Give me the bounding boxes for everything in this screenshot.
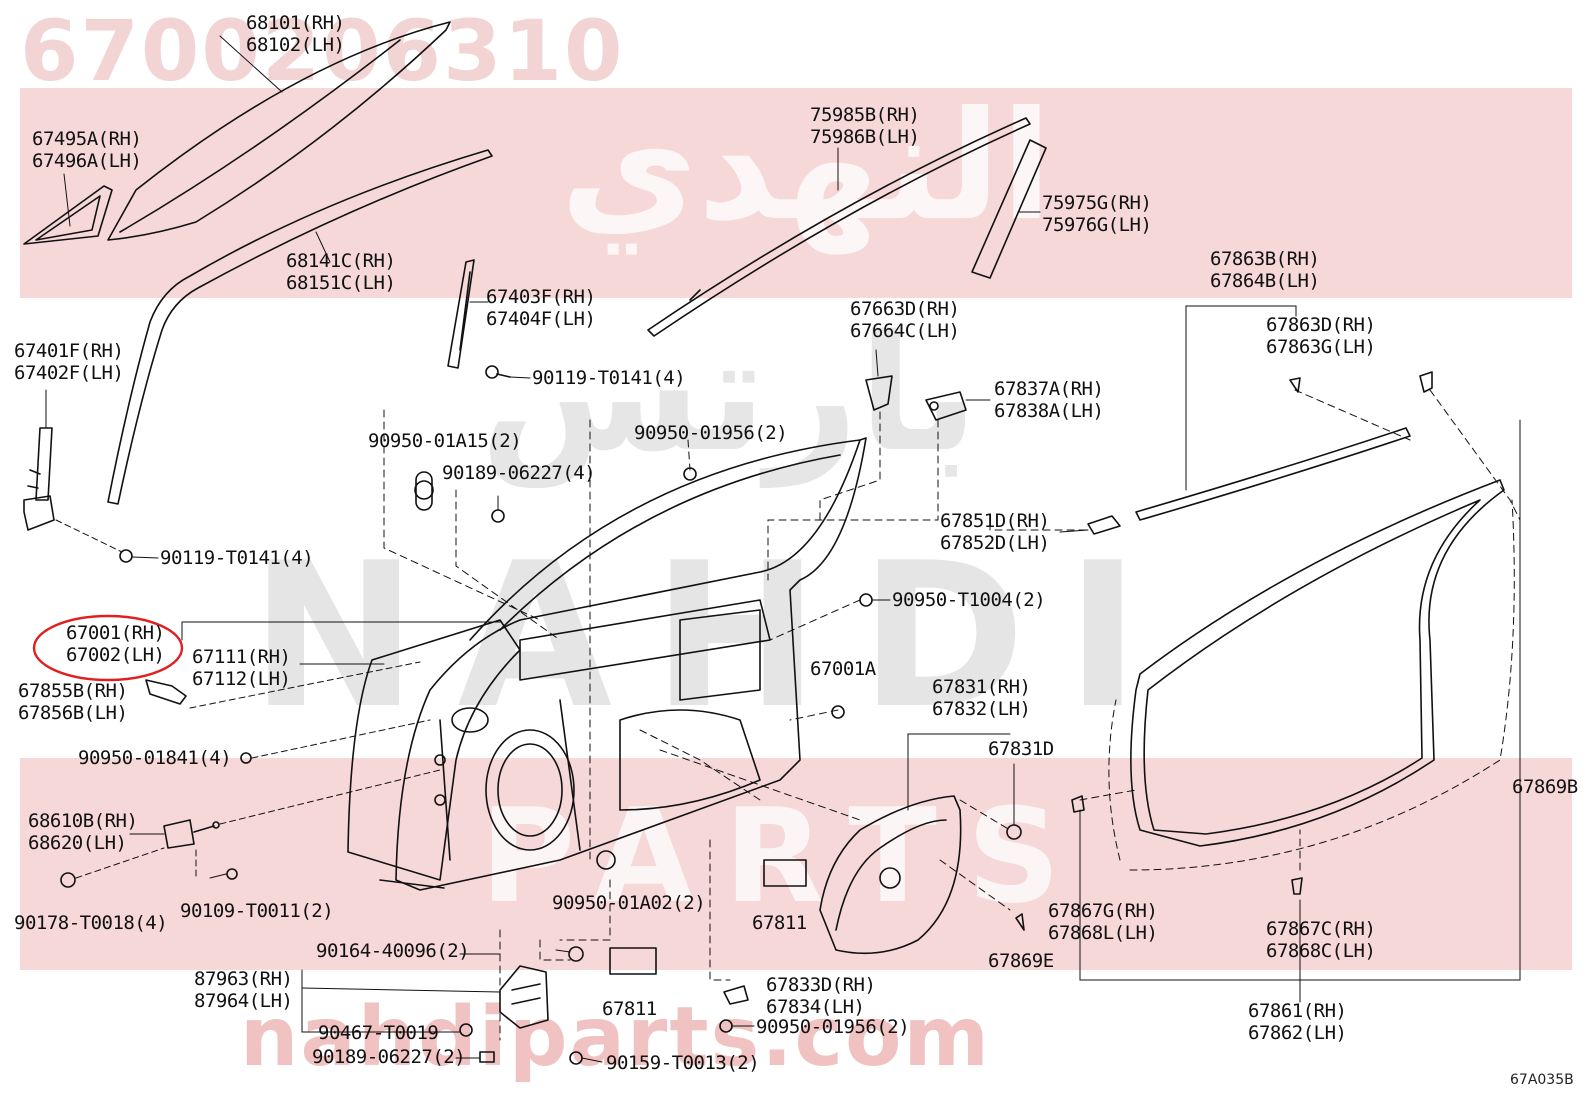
part-label-67863d: 67863D(RH)67863G(LH) [1266, 314, 1376, 358]
clip-67831d [1006, 824, 1022, 840]
quarter-window-part [23, 185, 113, 245]
door-hinge-part [145, 679, 187, 705]
part-label-67401f: 67401F(RH)67402F(LH) [14, 340, 124, 384]
door-lock-part [499, 965, 549, 1029]
clip-67869b [1419, 371, 1433, 393]
clip-67863d [1289, 377, 1301, 393]
part-label-67495a: 67495A(RH)67496A(LH) [32, 128, 142, 172]
part-label-67867c: 67867C(RH)67868C(LH) [1266, 918, 1376, 962]
part-label-67831d: 67831D [988, 738, 1054, 760]
grommet-90950-01956-lower [719, 1019, 733, 1033]
part-label-90119-lower: 90119-T0141(4) [160, 547, 314, 569]
clip-67851d [1087, 515, 1121, 535]
door-shell-part [395, 437, 867, 891]
part-label-67833d: 67833D(RH)67834(LH) [766, 974, 876, 1018]
part-label-90950-t1004: 90950-T1004(2) [892, 589, 1046, 611]
part-label-90950-01956-upper: 90950-01956(2) [634, 422, 788, 444]
highlight-circle [32, 614, 184, 682]
part-label-67403f: 67403F(RH)67404F(LH) [486, 286, 596, 330]
part-label-68141c: 68141C(RH)68151C(LH) [286, 250, 396, 294]
clip-90950-01a15-outline [415, 471, 433, 511]
part-label-67663d: 67663D(RH)67664C(LH) [850, 298, 960, 342]
dashed-leaders [383, 389, 1521, 1041]
bolt-90164 [555, 946, 584, 962]
window-regulator-part [23, 427, 55, 531]
watermark-band-bottom [20, 758, 1572, 970]
part-label-67861: 67861(RH)67862(LH) [1248, 1000, 1347, 1044]
part-label-67831: 67831(RH)67832(LH) [932, 676, 1031, 720]
diagram-reference-code: 67A035B [1510, 1072, 1574, 1088]
part-label-67811-a: 67811 [752, 912, 807, 934]
bolt-90119-upper [485, 365, 511, 379]
bolt-90189-lower [479, 1051, 495, 1063]
screw-90159 [569, 1051, 603, 1065]
grommet-67001a [831, 705, 845, 719]
part-label-67869b: 67869B [1512, 776, 1578, 798]
rear-run-channel-part [447, 259, 475, 369]
part-label-67837a: 67837A(RH)67838A(LH) [994, 378, 1104, 422]
part-label-67111: 67111(RH)67112(LH) [192, 646, 291, 690]
part-label-90950-01956-lower: 90950-01956(2) [756, 1016, 910, 1038]
part-label-90950-01a15: 90950-01A15(2) [368, 430, 522, 452]
nut-90178 [60, 872, 76, 888]
part-label-90109: 90109-T0011(2) [180, 900, 334, 922]
part-label-75985b: 75985B(RH)75986B(LH) [810, 104, 920, 148]
part-label-67869e: 67869E [988, 950, 1054, 972]
clip-90950-01a15 [414, 480, 434, 500]
clip-67867c [1291, 877, 1303, 895]
label-67811-sticker-b [609, 947, 657, 975]
part-label-90164: 90164-40096(2) [316, 940, 470, 962]
part-label-67863b: 67863B(RH)67864B(LH) [1210, 248, 1320, 292]
watermark-latin-brand-2: PARTS [480, 780, 1091, 932]
part-label-68610b: 68610B(RH)68620(LH) [28, 810, 138, 854]
part-label-90189-upper: 90189-06227(4) [442, 462, 596, 484]
bolt-90109 [209, 868, 238, 880]
clip-67833d [723, 985, 749, 1005]
watermark-band-top [20, 88, 1572, 298]
door-glass-part [107, 21, 451, 241]
part-label-75975g: 75975G(RH)75976G(LH) [1042, 192, 1152, 236]
part-label-67001: 67001(RH)67002(LH) [66, 622, 165, 666]
part-label-67001a: 67001A [810, 658, 876, 680]
label-67811-sticker-a [763, 859, 807, 887]
grommet-90950-01956-upper [683, 467, 697, 481]
mirror-bracket-part [865, 375, 893, 411]
door-weatherstrip-part [1130, 479, 1505, 847]
watermark-part-number: 6700206310 [20, 2, 625, 100]
watermark-latin-brand-1: NAHDI [250, 520, 1180, 753]
watermark-website: nahdiparts.com [240, 990, 991, 1085]
part-label-90950-01841: 90950-01841(4) [78, 747, 232, 769]
part-label-68101: 68101(RH)68102(LH) [246, 12, 345, 56]
part-label-67851d: 67851D(RH)67852D(LH) [940, 510, 1050, 554]
grommet-90950-01841 [240, 752, 252, 764]
part-label-67811-b: 67811 [602, 998, 657, 1020]
part-label-90467: 90467-T0019 [318, 1022, 439, 1044]
part-label-67855b: 67855B(RH)67856B(LH) [18, 680, 128, 724]
part-label-90189-lower: 90189-06227(2) [312, 1046, 466, 1068]
part-label-90950-01a02: 90950-01A02(2) [552, 892, 706, 914]
screw-90467 [459, 1023, 473, 1037]
bolt-90119-lower [119, 549, 159, 563]
plug-90950-01a02 [596, 850, 616, 870]
roof-weatherstrip-part [1135, 427, 1411, 521]
door-check-part [163, 819, 220, 849]
part-label-90178: 90178-T0018(4) [14, 912, 168, 934]
stopper-part [925, 391, 967, 421]
watermark-arabic-top: النهدي [560, 80, 1053, 254]
grommet-90950-t1004 [859, 593, 873, 607]
watermark-arabic-mid: بارتس [480, 300, 979, 487]
glass-run-channel-part [107, 149, 493, 505]
part-label-67867g: 67867G(RH)67868L(LH) [1048, 900, 1158, 944]
part-label-90119-upper: 90119-T0141(4) [532, 367, 686, 389]
service-hole-cover-part [819, 795, 962, 955]
part-label-90159: 90159-T0013(2) [606, 1052, 760, 1074]
part-label-87963: 87963(RH)87964(LH) [194, 968, 293, 1012]
clip-67869e [1015, 913, 1025, 931]
pillar-garnish-part [971, 139, 1047, 279]
bolt-90189-upper [491, 495, 505, 523]
clip-67867g [1071, 795, 1085, 813]
belt-moulding-part [647, 117, 1031, 337]
